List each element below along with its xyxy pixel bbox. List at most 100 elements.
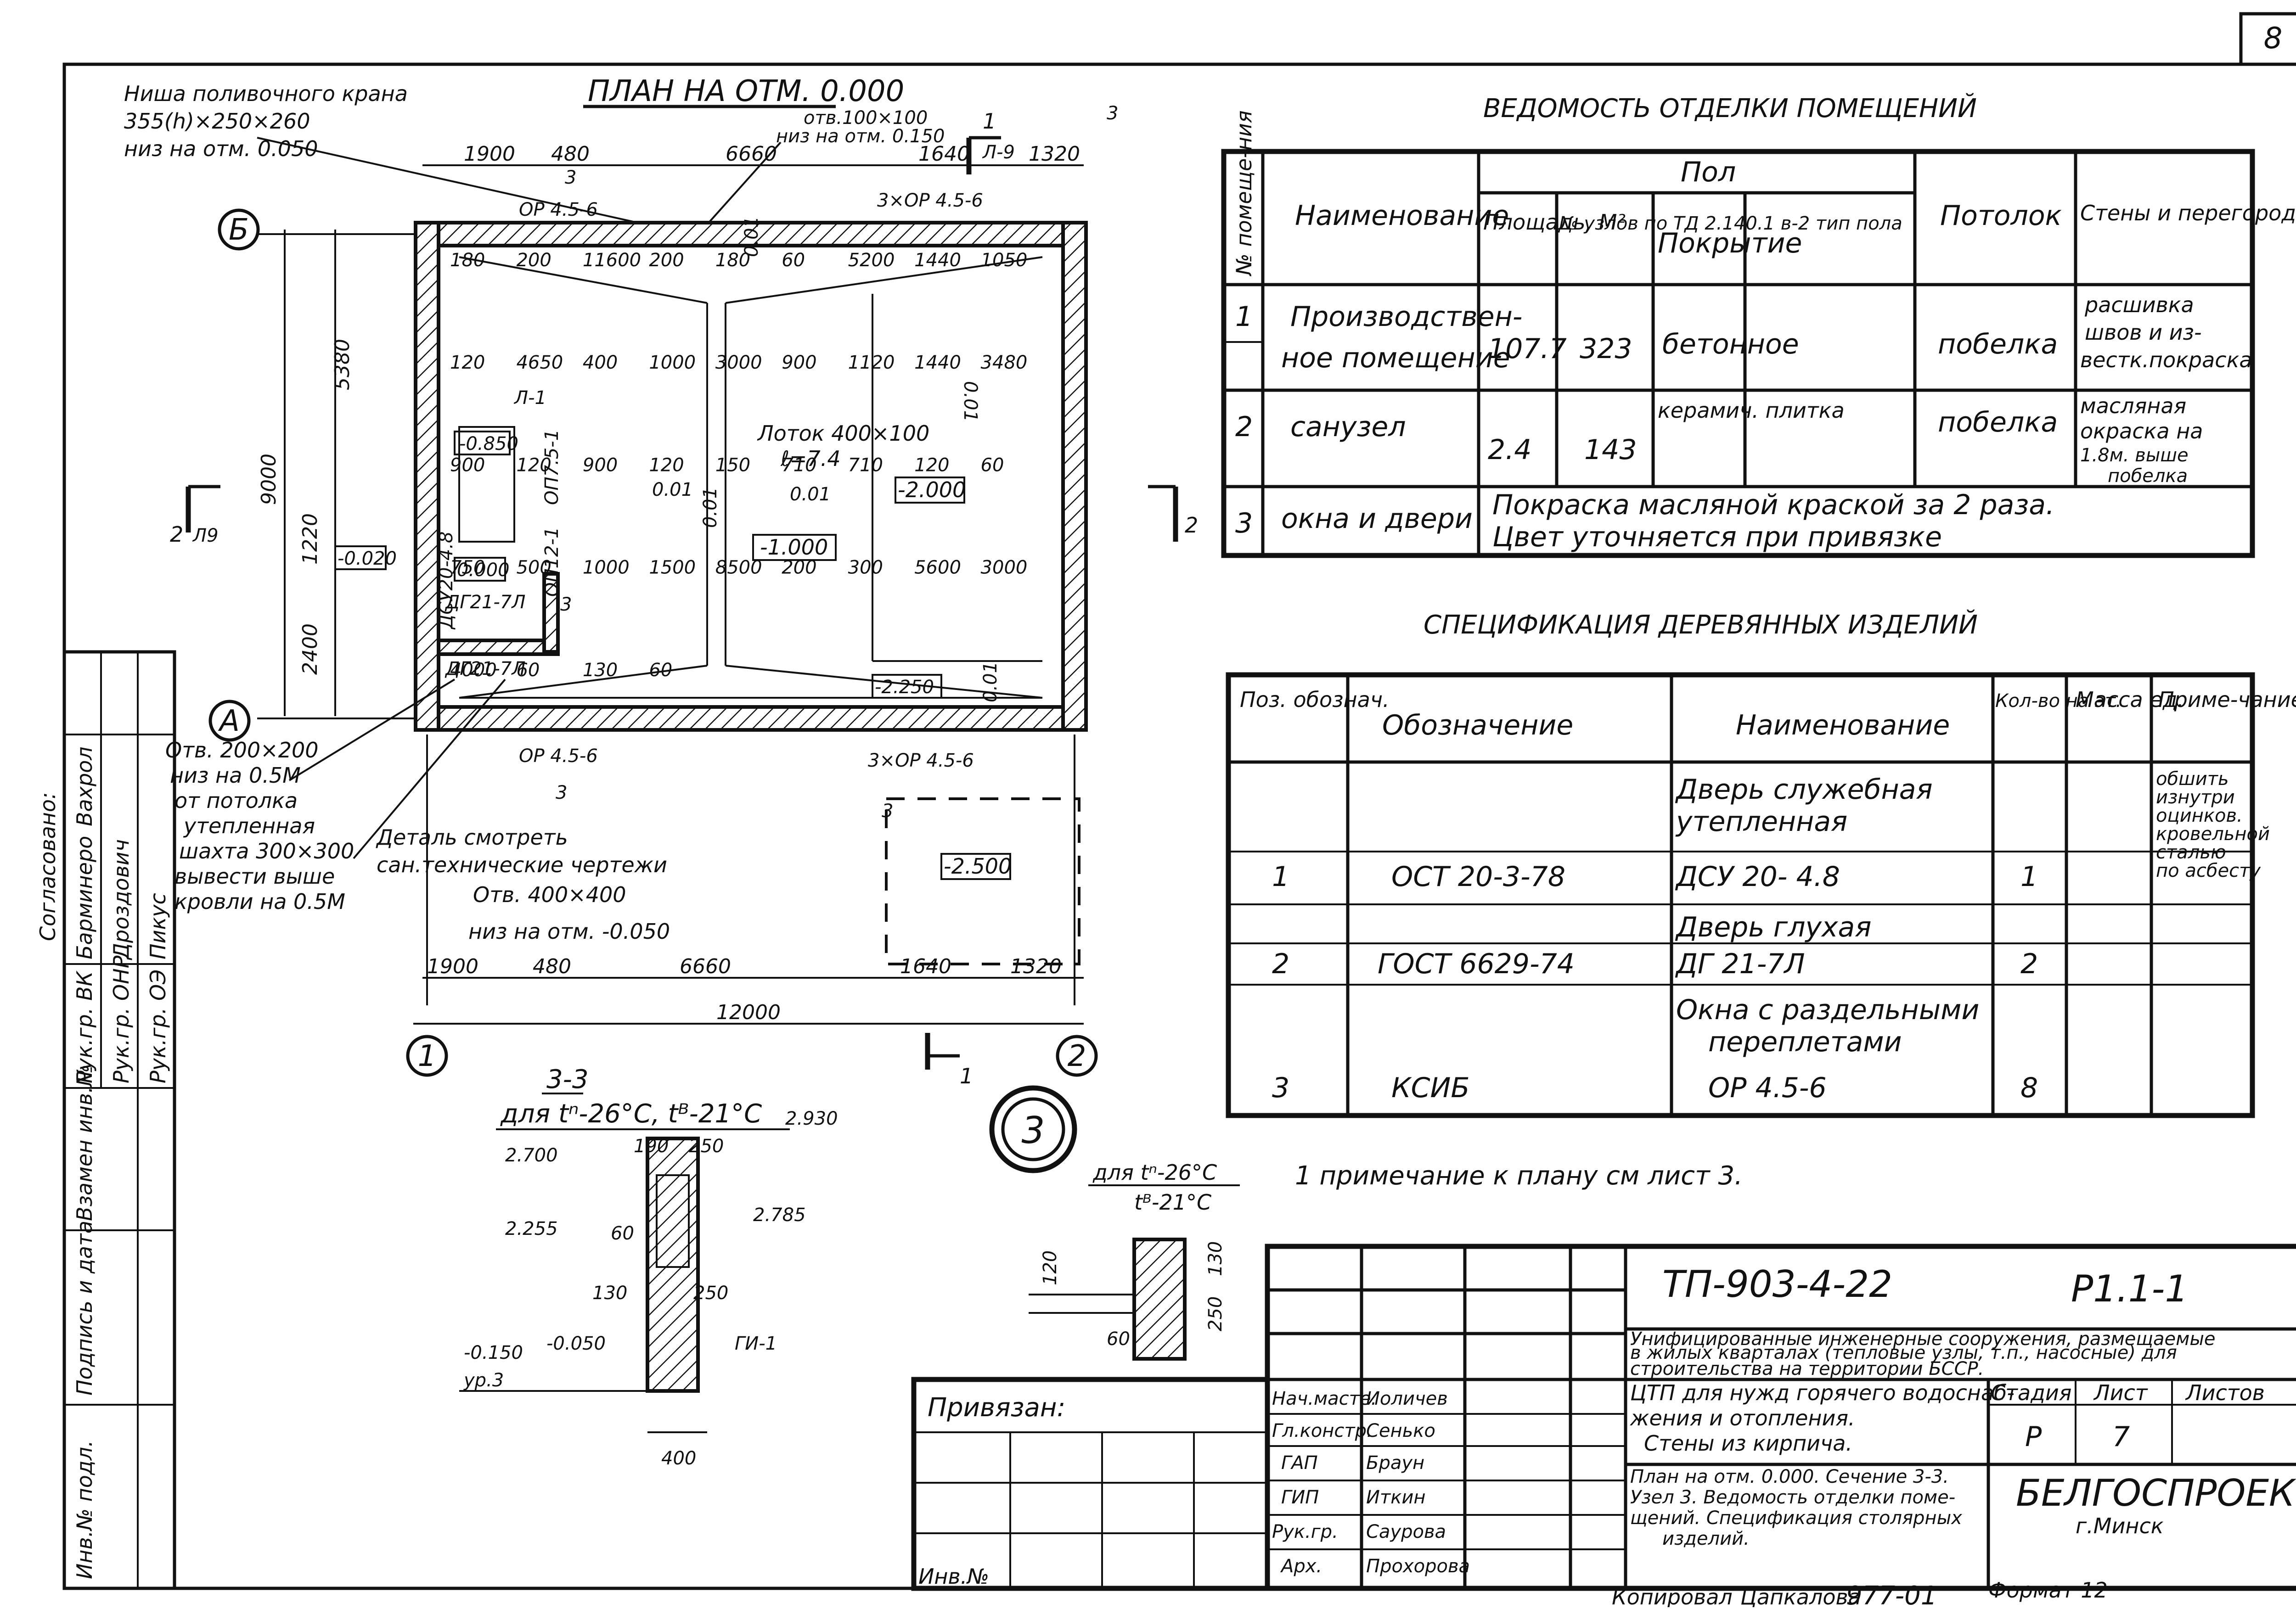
tb-role-4: Рук.гр. (1272, 1521, 1338, 1542)
node-dim-1: 130 (1205, 1241, 1226, 1276)
spec-h-1: Обозначение (1382, 709, 1573, 741)
slope-2: 0.01 (960, 381, 981, 422)
tb-role-0: Нач.масте. (1272, 1388, 1377, 1409)
plan-label-l1: Л-1 (513, 387, 546, 409)
tb-staff-1: Сенько (1366, 1420, 1435, 1441)
sec-dim-5: 400 (661, 1448, 696, 1469)
agreed-label: Согласовано: (35, 792, 60, 941)
dim-total: 12000 (716, 1001, 781, 1024)
finish-r1-area: 2.4 (1488, 434, 1531, 466)
finish-r1-nodes: 143 (1584, 434, 1637, 466)
inner-dim-8: 1050 (981, 250, 1028, 271)
detail-1: Деталь смотреть (376, 825, 568, 850)
inner-dim-36: 4000 (450, 660, 497, 681)
tb-city: г.Минск (2076, 1514, 2164, 1538)
tray-2: ℓ=7.4 (780, 446, 841, 471)
section-mark-2: 2 (170, 522, 183, 547)
sec-mark-0: 2.930 (785, 1108, 838, 1129)
finish-r0-nodes: 323 (1580, 333, 1632, 365)
agree-role-1: Рук.гр. ВК (72, 970, 97, 1083)
tb-name-2: жения и отопления. (1630, 1406, 1855, 1430)
tb-staff-3: Иткин (1366, 1487, 1426, 1508)
inner-dim-35: 3000 (981, 557, 1028, 578)
spec-r4-name-2: переплетами (1708, 1026, 1902, 1058)
finish-r1-cover: керамич. плитка (1658, 398, 1845, 423)
footer-num: 977-01 (1846, 1581, 1937, 1607)
title-block: ТП-903-4-22 Р1.1-1 Унифицированные инжен… (911, 1244, 2296, 1591)
spec-r1-code: ОСТ 20-3-78 (1391, 861, 1565, 893)
spec-h-5: Приме-чание (2158, 687, 2296, 712)
slope-4: 0.01 (741, 216, 762, 257)
spec-r3-pos: 2 (1272, 948, 1289, 980)
finish-r1-ceiling: побелка (1938, 406, 2058, 438)
tb-content-2: Узел 3. Ведомость отделки поме- (1630, 1487, 1955, 1508)
dim-bottom-4: 1320 (1010, 955, 1062, 978)
section-mark-4: 1 (960, 1064, 973, 1088)
tb-role-1: Гл.констр. (1272, 1420, 1373, 1441)
level-2: 0.000 (457, 560, 510, 581)
sec-dim-2: 60 (611, 1223, 634, 1244)
level-0: -0.850 (459, 433, 518, 454)
agree-name-2: Дроздович (109, 839, 134, 960)
finish-h-cover: Покрытие (1658, 227, 1802, 259)
finish-r2-merged-2: Цвет уточняется при привязке (1492, 521, 1942, 553)
sec-dim-3: 130 (592, 1283, 627, 1304)
tb-staff-4: Саурова (1366, 1521, 1446, 1542)
sheet-number: 8 (2264, 22, 2283, 56)
footer-format: Формат 12 (1988, 1578, 2108, 1603)
tb-stage-label: Стадия (1991, 1380, 2071, 1405)
inner-dim-14: 900 (782, 352, 816, 373)
detail-2: сан.технические чертежи (377, 852, 667, 877)
finish-r1-walls-4: побелка (2108, 465, 2188, 487)
section-mark-7: 3 (565, 167, 576, 188)
section-mark-3: Л9 (192, 525, 219, 546)
finish-r0-name-2: ное помещение (1281, 342, 1510, 374)
node-3: для tⁿ-26°С tᴮ-21°С 120 130 250 60 (1029, 1160, 1240, 1361)
section-title: 3-3 (546, 1065, 588, 1094)
dim-left-2: 1220 (298, 513, 322, 565)
wall-wc-side (542, 572, 560, 654)
finish-r0-num: 1 (1235, 301, 1253, 333)
window-1: 3×ОР 4.5-6 (877, 190, 983, 211)
op-left-1: низ на 0.5М (170, 763, 301, 788)
spec-r1-pos: 1 (1272, 861, 1289, 893)
dim-top-1: 480 (551, 142, 590, 166)
inner-dim-38: 130 (583, 660, 618, 681)
finish-r0-walls-3: вестк.покраска (2080, 348, 2252, 372)
inner-dim-29: 1000 (583, 557, 630, 578)
level-3: -1.000 (760, 535, 828, 560)
finish-r0-area: 107.7 (1488, 333, 1567, 365)
tb-staff-5: Прохорова (1366, 1556, 1470, 1577)
spec-r3-code: ГОСТ 6629-74 (1378, 948, 1575, 980)
section-mark-0: 1 (983, 109, 996, 134)
node-sub-1: для tⁿ-26°С (1092, 1160, 1217, 1185)
dim-top-2: 6660 (726, 142, 777, 166)
floor-plan: ПЛАН НА ОТМ. 0.000 Ниша поливочного кран… (124, 74, 1198, 1173)
finish-h-name: Наименование (1295, 200, 1509, 232)
inner-dim-31: 8500 (715, 557, 762, 578)
spec-r5-name: ОР 4.5-6 (1708, 1072, 1827, 1104)
wall-bottom (414, 705, 1088, 732)
node-sub-2: tᴮ-21°С (1134, 1190, 1211, 1215)
niche-line-1: Ниша поливочного крана (124, 81, 408, 106)
spec-r0-note-1: обшить (2156, 768, 2229, 790)
tb-code: ТП-903-4-22 (1662, 1263, 1892, 1306)
dim-top-3: 1640 (918, 142, 970, 166)
plan-title: ПЛАН НА ОТМ. 0.000 (588, 74, 904, 108)
slope-1: 0.01 (790, 484, 831, 505)
finish-r1-walls-2: окраска на (2080, 419, 2203, 443)
spec-r0-note-6: по асбесту (2156, 860, 2261, 881)
spec-h-3: Кол-во на эт. (1995, 690, 2122, 712)
inner-dim-1: 200 (516, 250, 551, 271)
inner-dim-5: 60 (782, 250, 805, 271)
spec-h-2: Наименование (1736, 709, 1950, 741)
spec-r2-name: Дверь глухая (1675, 911, 1871, 943)
inner-dim-15: 1120 (848, 352, 895, 373)
axis-top: Б (229, 213, 249, 247)
inner-dim-37: 60 (516, 660, 540, 681)
wall-wc (437, 639, 560, 656)
inner-dim-30: 1500 (649, 557, 696, 578)
inv-orig-label: Инв.№ подл. (72, 1440, 97, 1579)
tb-role-2: ГАП (1281, 1452, 1318, 1474)
tb-content-4: изделий. (1662, 1528, 1750, 1549)
